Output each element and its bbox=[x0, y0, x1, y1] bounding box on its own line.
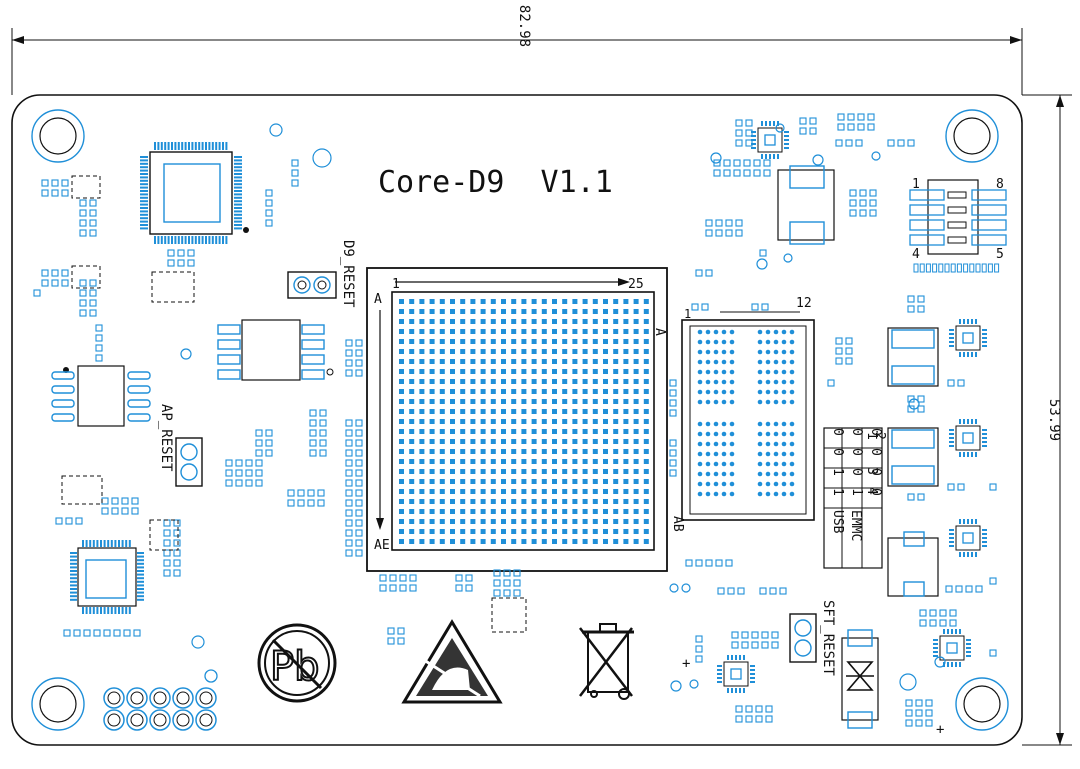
sft-reset-header: SFT_RESET bbox=[789, 600, 836, 676]
table-cell: 0 bbox=[849, 448, 864, 456]
ap-reset-header: AP_RESET bbox=[158, 404, 203, 487]
sft-reset-label: SFT_RESET bbox=[820, 600, 836, 676]
table-c4: 4 bbox=[864, 487, 879, 495]
dimension-width: 82.98 bbox=[11, 5, 1023, 95]
mem-row-first: A bbox=[652, 328, 667, 336]
ap-reset-label: AP_RESET bbox=[158, 404, 174, 472]
table-c1: 1 bbox=[864, 432, 879, 440]
mem-col-first: 1 bbox=[684, 307, 691, 321]
power-inductors bbox=[777, 165, 939, 597]
table-c2: 2 bbox=[872, 432, 887, 440]
table-cell: 0 bbox=[830, 448, 845, 456]
small-qfn-packages bbox=[717, 121, 987, 693]
mem-row-last: AB bbox=[670, 516, 685, 532]
usb-label: USB bbox=[830, 510, 845, 534]
table-cell: 0 bbox=[868, 468, 883, 476]
dip-switch: 1 8 4 5 bbox=[909, 177, 1007, 273]
board-outline bbox=[11, 94, 1023, 746]
table-cell: 1 bbox=[849, 488, 864, 496]
table-cell: 0 bbox=[849, 428, 864, 436]
dip-label-8: 8 bbox=[996, 177, 1004, 192]
pin-header-2x5 bbox=[103, 669, 218, 731]
qfn-chip-bottom-left bbox=[70, 540, 144, 614]
table-cell: 1 bbox=[830, 468, 845, 476]
d9-reset-header: D9_RESET bbox=[287, 240, 356, 308]
dip-label-1: 1 bbox=[912, 177, 920, 192]
weee-bin-icon bbox=[579, 623, 634, 700]
svg-text:Pb: Pb bbox=[270, 644, 320, 690]
soc-col-first: 1 bbox=[392, 277, 400, 292]
mounting-holes bbox=[31, 109, 1009, 731]
esd-warning-icon bbox=[401, 619, 503, 704]
dip-label-4: 4 bbox=[912, 247, 920, 262]
dimension-height-label: 53.99 bbox=[1046, 399, 1062, 441]
soc-bga: 1 25 A AE bbox=[366, 267, 668, 572]
mem-col-last: 12 bbox=[796, 296, 812, 311]
tvs-diode bbox=[841, 629, 879, 729]
table-cell: 0 bbox=[830, 428, 845, 436]
board-title: Core-D9 V1.1 bbox=[378, 165, 613, 200]
dimension-width-label: 82.98 bbox=[516, 5, 532, 47]
d9-reset-label: D9_RESET bbox=[340, 240, 356, 308]
soc-row-first: A bbox=[374, 292, 382, 307]
dimension-height: 53.99 bbox=[1022, 94, 1072, 746]
soc-col-last: 25 bbox=[628, 277, 644, 292]
polarity-mark-2: + bbox=[936, 722, 944, 738]
soc-row-last: AE bbox=[374, 538, 390, 553]
lead-free-icon: Pb bbox=[257, 623, 337, 703]
table-cell: 0 bbox=[868, 488, 883, 496]
emmc-label: EMMC bbox=[848, 510, 863, 541]
table-cell: 0 bbox=[868, 428, 883, 436]
table-c3: 3 bbox=[864, 467, 879, 475]
qfn-chip-top-left bbox=[140, 142, 249, 244]
polarity-mark-1: + bbox=[682, 656, 690, 672]
memory-bga: 1 12 A AB bbox=[652, 296, 815, 532]
table-cell: 1 bbox=[830, 488, 845, 496]
soic8-center bbox=[217, 319, 334, 381]
table-cell: 0 bbox=[849, 468, 864, 476]
soic8-left bbox=[51, 365, 151, 427]
table-cell: 0 bbox=[868, 448, 883, 456]
passive-components bbox=[33, 113, 997, 727]
dip-label-5: 5 bbox=[996, 247, 1004, 262]
